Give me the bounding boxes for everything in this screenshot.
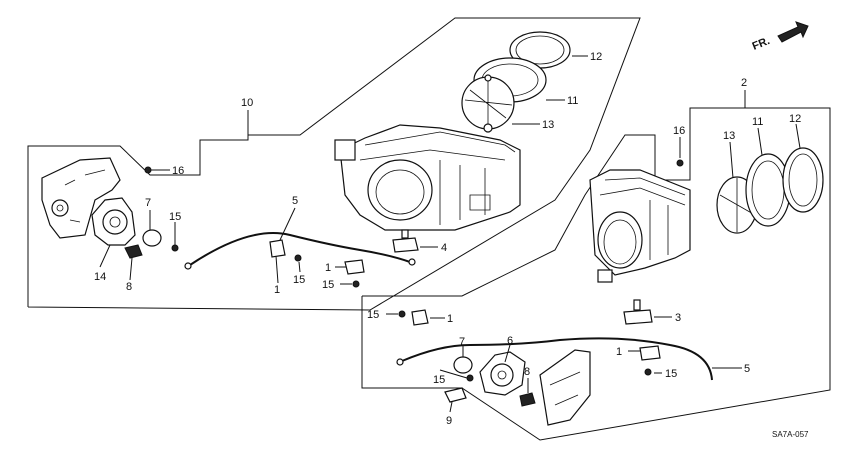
cable-clip-right-1	[411, 309, 429, 326]
callout-5-right: 5	[744, 363, 750, 375]
screw-16-left	[144, 166, 162, 174]
mounting-bracket-right	[539, 349, 591, 426]
front-direction-label: FR.	[751, 35, 772, 53]
cable-clip-left	[269, 239, 286, 258]
screw-15-lower	[352, 280, 360, 288]
callout-15-left: 15	[169, 211, 181, 223]
callout-11-top: 11	[567, 95, 578, 107]
screw-16-right	[676, 159, 684, 167]
screw-15-right-3	[466, 374, 474, 382]
callout-3: 3	[675, 312, 681, 324]
reference-code: SA7A-057	[772, 430, 809, 439]
screw-15-mid	[294, 254, 302, 262]
callout-8-right: 8	[524, 366, 530, 378]
group-2-outline	[361, 90, 831, 441]
vacuum-actuator-4	[392, 229, 419, 253]
callout-12-top: 12	[590, 51, 602, 63]
callout-labels: 10 12 11 13 16 7 15 5 4 14 8 1 15 1 15 2…	[94, 51, 801, 427]
screw-15-left	[171, 240, 179, 252]
callout-7-right: 7	[459, 336, 465, 348]
callout-8-left: 8	[126, 281, 132, 293]
control-cable-right	[396, 337, 713, 381]
leader-lines	[99, 55, 801, 413]
callout-15-mid: 15	[293, 274, 305, 286]
control-cable-left	[184, 232, 416, 270]
callout-2: 2	[741, 77, 747, 89]
callout-12-right: 12	[789, 113, 801, 125]
callout-10: 10	[241, 97, 253, 109]
callout-14: 14	[94, 271, 106, 283]
cable-clip-right-2	[639, 345, 661, 361]
actuator-motor-left	[91, 197, 136, 246]
callout-13-top: 13	[542, 119, 554, 131]
callout-6: 6	[507, 335, 513, 347]
callout-15-right-top: 15	[367, 309, 379, 321]
callout-9: 9	[446, 415, 452, 427]
front-direction-arrow: FR.	[751, 21, 809, 53]
callout-7-left: 7	[145, 197, 151, 209]
callout-11-right: 11	[752, 116, 763, 128]
shutter-assembly-top	[461, 31, 571, 133]
callout-16-right: 16	[673, 125, 685, 137]
callout-5-left: 5	[292, 195, 298, 207]
callout-15-lower: 15	[322, 279, 334, 291]
callout-1-mid: 1	[325, 262, 331, 274]
callout-16-left: 16	[172, 165, 184, 177]
lever-7-right	[453, 356, 473, 374]
mounting-bracket-left	[41, 157, 121, 239]
callout-1-right: 1	[616, 346, 622, 358]
clip-8-left	[124, 244, 143, 259]
duct-housing-left	[334, 124, 521, 231]
screw-15-right-1	[398, 310, 406, 318]
callout-13-right: 13	[723, 130, 735, 142]
duct-housing-right	[589, 169, 691, 283]
callout-4: 4	[441, 242, 447, 254]
shutter-assembly-right	[716, 147, 824, 234]
clip-8-right	[519, 392, 536, 407]
actuator-motor-right	[479, 351, 526, 396]
screw-15-right-2	[644, 368, 652, 376]
callout-15-right-low: 15	[433, 374, 445, 386]
group-2-outline-top	[362, 107, 745, 297]
callout-1-left: 1	[274, 284, 280, 296]
lever-7-left	[142, 229, 162, 247]
block-9	[444, 387, 467, 403]
cable-clip-left-2	[344, 259, 365, 275]
callout-15-right: 15	[665, 368, 677, 380]
vacuum-actuator-3	[623, 299, 653, 325]
callout-1-right-top: 1	[447, 313, 453, 325]
